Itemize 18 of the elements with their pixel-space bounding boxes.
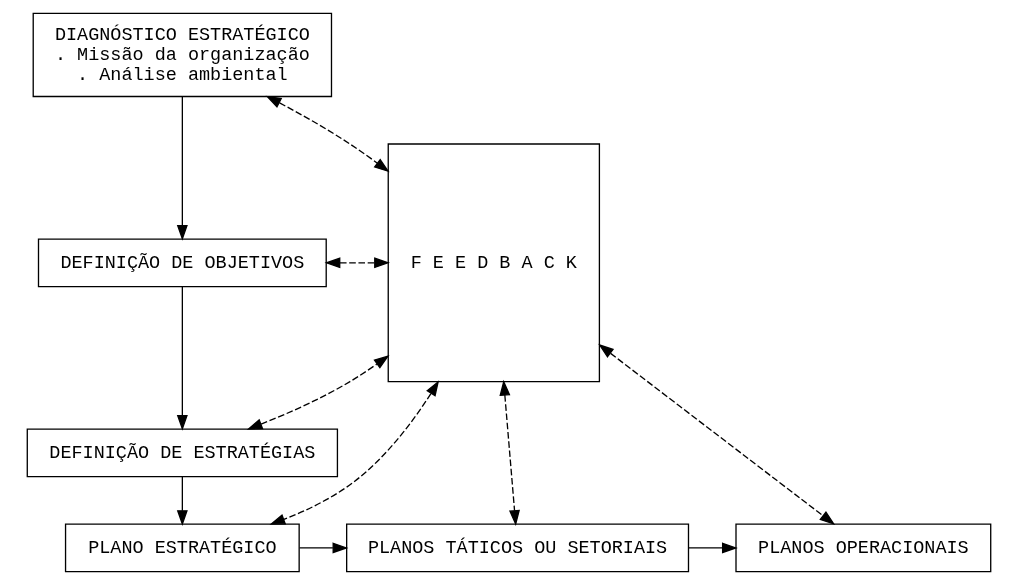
arrow: [176, 286, 188, 431]
node-box: PLANOS TÁTICOS OU SETORIAIS: [346, 523, 690, 573]
node-box: DEFINIÇÃO DE OBJETIVOS: [37, 238, 327, 288]
arrow: [265, 95, 390, 173]
arrow: [598, 343, 836, 526]
arrow: [246, 355, 390, 430]
node-box: PLANO ESTRATÉGICO: [64, 523, 300, 573]
arrow: [499, 379, 521, 526]
arrow: [688, 542, 738, 554]
node-box: DIAGNÓSTICO ESTRATÉGICO . Missão da organização . Análise ambiental: [32, 12, 333, 98]
node-box: F E E D B A C K: [387, 143, 601, 383]
arrow: [298, 542, 349, 554]
node-box: PLANOS OPERACIONAIS: [735, 523, 992, 573]
arrow: [269, 380, 440, 525]
node-box: DEFINIÇÃO DE ESTRATÉGIAS: [26, 428, 339, 478]
arrow: [176, 476, 188, 526]
arrow: [324, 257, 390, 269]
arrow: [176, 96, 188, 241]
